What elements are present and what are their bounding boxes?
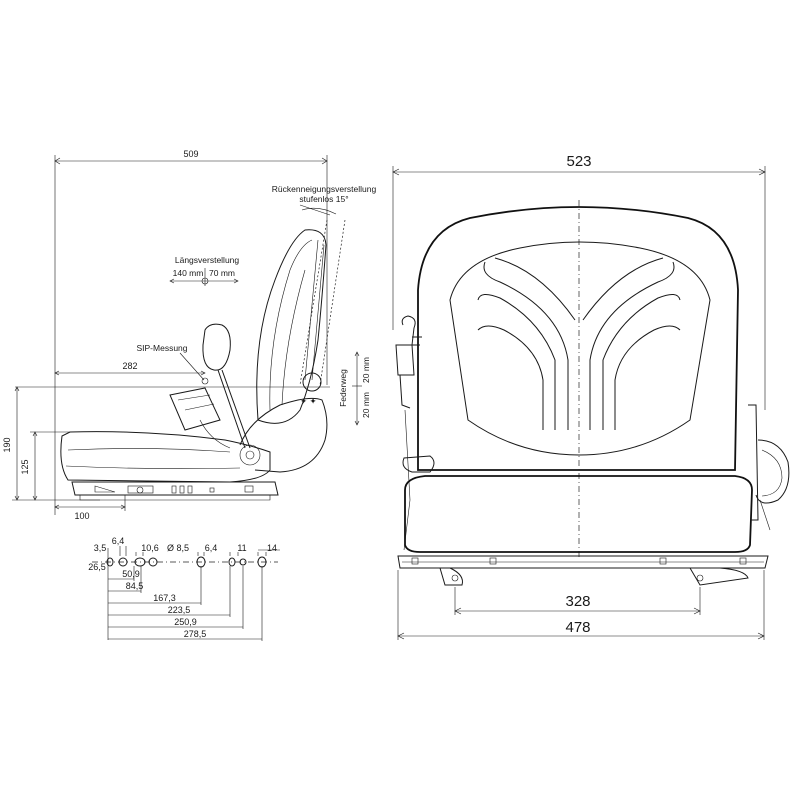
dim-282: 282 xyxy=(122,361,137,371)
mount-foot-right xyxy=(689,567,749,586)
hole-pattern: 3,5 6,4 10,6 Ø 8,5 6,4 11 14 26,5 xyxy=(88,536,280,641)
adjust-marks: ✦ ✦ xyxy=(300,396,317,406)
seat-cushion xyxy=(60,431,271,483)
dim-478: 478 xyxy=(565,619,590,636)
hole-row-dim: 50,9 xyxy=(122,569,140,579)
backrest-pad xyxy=(449,241,711,456)
hole-dim-6-4a: 6,4 xyxy=(112,536,125,546)
hole-dim-14: 14 xyxy=(267,543,277,553)
suspension-mechanism xyxy=(169,387,221,431)
hole-dim-11: 11 xyxy=(237,543,246,553)
dim-523: 523 xyxy=(566,153,591,170)
tilt-knob-icon xyxy=(302,372,322,392)
dim-328: 328 xyxy=(565,593,590,610)
back-tilt-sublabel: stufenlos 15° xyxy=(299,194,348,204)
hole-row-dim: 84,5 xyxy=(126,581,144,591)
side-handle xyxy=(402,455,435,473)
hole-dim-d8-5: Ø 8,5 xyxy=(167,543,189,553)
dim-100: 100 xyxy=(74,511,89,521)
backrest-front xyxy=(417,206,739,471)
backrest-side xyxy=(256,229,327,424)
lever-knob-icon xyxy=(401,315,416,346)
dim-125: 125 xyxy=(20,459,30,474)
side-view: 509 Rückenneigungsverstellung stufenlos … xyxy=(2,149,376,521)
dim-509: 509 xyxy=(183,149,198,159)
hole-dim-3-5: 3,5 xyxy=(94,543,107,553)
dim-190: 190 xyxy=(2,437,12,452)
hole xyxy=(134,557,146,567)
seat-belt-reel xyxy=(755,439,790,504)
suspension-up: 20 mm xyxy=(361,357,371,383)
adjuster-box xyxy=(395,344,415,376)
hole xyxy=(106,557,114,567)
fore-aft-label: Längsverstellung xyxy=(175,255,240,265)
hole-dim-10-6: 10,6 xyxy=(141,543,159,553)
armrest-pad xyxy=(202,323,231,371)
sip-label: SIP-Messung xyxy=(136,343,187,353)
hole-dim-6-4b: 6,4 xyxy=(205,543,218,553)
suspension-label: Federweg xyxy=(338,369,348,407)
hole xyxy=(118,557,128,567)
fore-aft-70: 70 mm xyxy=(209,268,235,278)
hole xyxy=(148,557,158,567)
back-tilt-label: Rückenneigungsverstellung xyxy=(272,184,377,194)
suspension-down: 20 mm xyxy=(361,392,371,418)
fore-aft-140: 140 mm xyxy=(173,268,204,278)
hole-row-dim: 250,9 xyxy=(174,617,197,627)
seat-cushion-front xyxy=(404,475,753,553)
hinge-icon xyxy=(239,444,261,466)
hole-dim-26-5: 26,5 xyxy=(88,562,106,572)
hole xyxy=(239,558,247,566)
front-view: 523 xyxy=(392,153,790,640)
right-bracket xyxy=(748,404,759,521)
mount-foot-left xyxy=(439,567,463,586)
hole-row-dim: 278,5 xyxy=(184,629,207,639)
hole-row-dim: 223,5 xyxy=(168,605,191,615)
base-frame xyxy=(397,555,769,569)
hole-row-dim: 167,3 xyxy=(153,593,176,603)
seat-rails xyxy=(71,481,279,496)
hole xyxy=(228,557,236,567)
